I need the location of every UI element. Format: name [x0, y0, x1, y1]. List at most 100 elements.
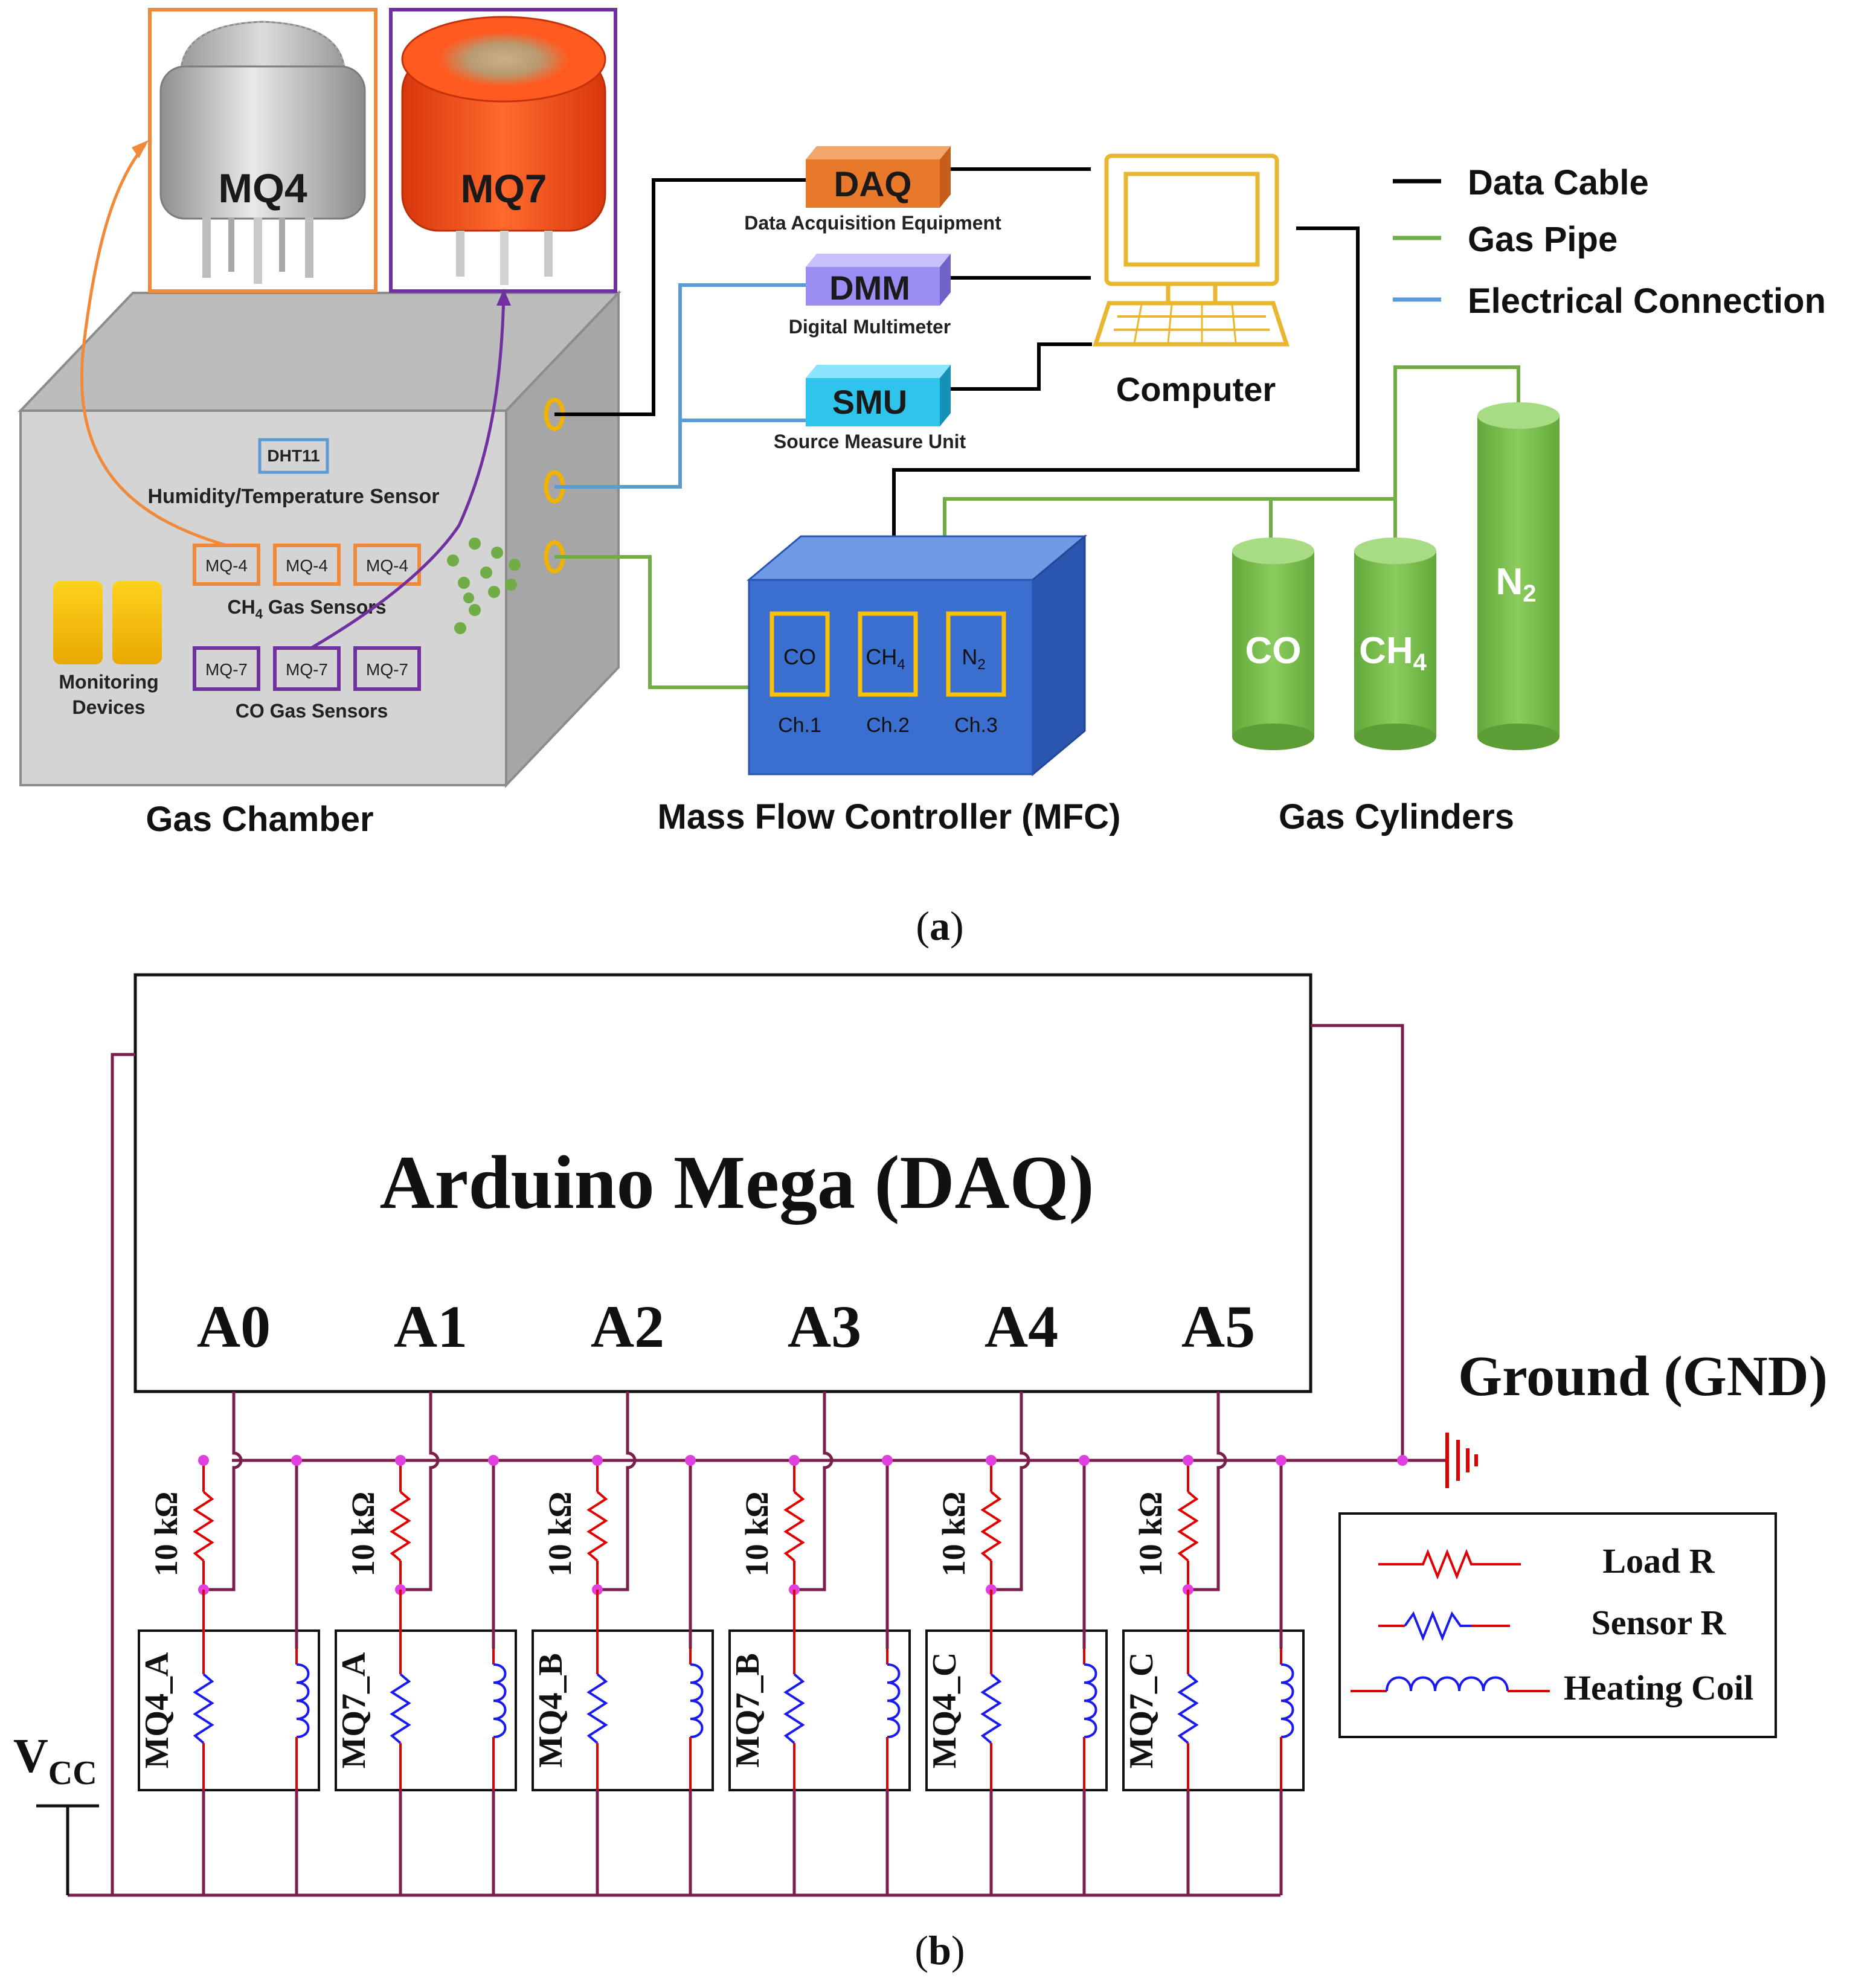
- gas-cylinders-title: Gas Cylinders: [1279, 797, 1514, 836]
- bus-node: [789, 1455, 800, 1466]
- ch4-cylinder-label: CH4: [1359, 630, 1427, 676]
- gas-particles-icon: [447, 538, 521, 634]
- dmm-label: DMM: [829, 269, 910, 307]
- heating-coil: [296, 1663, 310, 1738]
- ground-label: Ground (GND): [1458, 1345, 1828, 1408]
- dmm-box: DMM: [806, 254, 951, 307]
- load-value-label: 10 kΩ: [936, 1492, 972, 1577]
- daq-label: DAQ: [834, 165, 912, 204]
- legend-swatch-heating-coil: [1386, 1676, 1509, 1692]
- pin-label: A5: [1181, 1293, 1255, 1360]
- co-cylinder: CO: [1232, 538, 1314, 750]
- legend-swatch-sensor-r: [1404, 1610, 1471, 1642]
- mq4-link-arrow: [132, 140, 149, 158]
- mq4-sensor-photo: MQ4: [148, 8, 377, 293]
- panel-b: Arduino Mega (DAQ) VCC Ground (GND) A010…: [13, 973, 1828, 1973]
- gas-cylinders: CO CH4 N2: [1232, 402, 1560, 750]
- load-resistor: [193, 1491, 214, 1562]
- mfc-ch1-gas: CO: [783, 644, 816, 669]
- pin-wire: [597, 1392, 637, 1591]
- smu-label: SMU: [832, 383, 907, 421]
- sensor-module: [532, 1629, 714, 1791]
- pin-label: A3: [788, 1293, 861, 1360]
- load-resistor: [980, 1491, 1002, 1562]
- sensor-resistor: [783, 1673, 805, 1744]
- bus-node: [395, 1455, 406, 1466]
- sensor-name-label: MQ4_C: [926, 1652, 963, 1769]
- panel-a-caption: (a): [916, 903, 963, 949]
- legend-data-cable: Data Cable: [1468, 163, 1649, 202]
- sensor-name-label: MQ7_A: [335, 1652, 373, 1768]
- load-value-label: 10 kΩ: [345, 1492, 381, 1577]
- connection-legend: Data Cable Gas Pipe Electrical Connectio…: [1393, 163, 1826, 321]
- sensor-name-label: MQ4_B: [532, 1653, 570, 1768]
- pin-wire: [794, 1392, 834, 1591]
- monitoring-devices-line2: Devices: [72, 696, 146, 718]
- coil-bus-node: [882, 1455, 893, 1466]
- co-sensor-group: MQ-7 MQ-7 MQ-7: [193, 646, 421, 691]
- ground-icon: [1445, 1433, 1478, 1488]
- mq7-link-curve: [310, 295, 506, 650]
- mq7-chip-1: MQ-7: [205, 660, 248, 679]
- mq4-chip-2: MQ-4: [286, 556, 328, 575]
- daq-box: DAQ: [806, 146, 951, 208]
- dht11-caption: Humidity/Temperature Sensor: [147, 485, 439, 508]
- n2-cylinder: N2: [1477, 402, 1560, 750]
- sensor-module: [1122, 1629, 1305, 1791]
- pin-wire: [204, 1392, 243, 1591]
- electrical-connection-lines: [554, 283, 806, 489]
- dmm-caption: Digital Multimeter: [789, 316, 951, 338]
- gas-chamber-title: Gas Chamber: [146, 800, 373, 839]
- load-resistor: [1177, 1491, 1199, 1562]
- coil-bus-node: [685, 1455, 696, 1466]
- bus-node: [986, 1455, 997, 1466]
- heating-coil: [1280, 1663, 1294, 1738]
- sensor-module: [138, 1629, 320, 1791]
- vcc-label: VCC: [13, 1730, 97, 1792]
- mq7-link-arrow: [496, 289, 511, 306]
- mq4-link-curve: [80, 144, 227, 547]
- load-resistor: [783, 1491, 805, 1562]
- monitoring-devices: [53, 581, 162, 664]
- ch4-cylinder: CH4: [1354, 538, 1436, 750]
- mq4-chip-3: MQ-4: [366, 556, 408, 575]
- mq4-photo-label: MQ4: [218, 165, 307, 211]
- legend-load-r: Load R: [1602, 1541, 1715, 1581]
- pin-label: A4: [985, 1293, 1058, 1360]
- legend-swatch-load-r: [1378, 1549, 1521, 1580]
- load-resistor: [586, 1491, 608, 1562]
- power-wiring: [68, 1024, 1447, 1897]
- load-value-label: 10 kΩ: [739, 1492, 775, 1577]
- ground-node: [1397, 1455, 1408, 1466]
- heating-coil: [1084, 1663, 1097, 1738]
- legend-gas-pipe: Gas Pipe: [1468, 220, 1617, 259]
- mq7-photo-label: MQ7: [460, 166, 547, 211]
- sensor-resistor: [390, 1673, 411, 1744]
- mfc-ch3-gas: N2: [962, 644, 985, 673]
- load-value-label: 10 kΩ: [542, 1492, 578, 1577]
- ch4-sensors-caption: CH4 Gas Sensors: [227, 596, 386, 621]
- smu-box: SMU: [806, 365, 951, 426]
- heating-coil: [887, 1663, 901, 1738]
- arduino-board: [133, 973, 1312, 1393]
- heating-coil: [493, 1663, 507, 1738]
- load-value-label: 10 kΩ: [148, 1492, 184, 1577]
- panel-b-caption: (b): [914, 1927, 965, 1973]
- coil-bus-node: [291, 1455, 302, 1466]
- component-legend: Load R Sensor R Heating Coil: [1338, 1512, 1777, 1738]
- dht11-sensor: DHT11: [258, 438, 329, 474]
- sensor-resistor: [980, 1673, 1002, 1744]
- mq7-chip-3: MQ-7: [366, 660, 408, 679]
- pin-wire: [1188, 1392, 1227, 1591]
- sensor-resistor: [1177, 1673, 1199, 1744]
- mq4-chip-1: MQ-4: [205, 556, 248, 575]
- mfc-title: Mass Flow Controller (MFC): [658, 797, 1121, 836]
- smu-caption: Source Measure Unit: [774, 431, 966, 452]
- sensor-resistor: [193, 1673, 214, 1744]
